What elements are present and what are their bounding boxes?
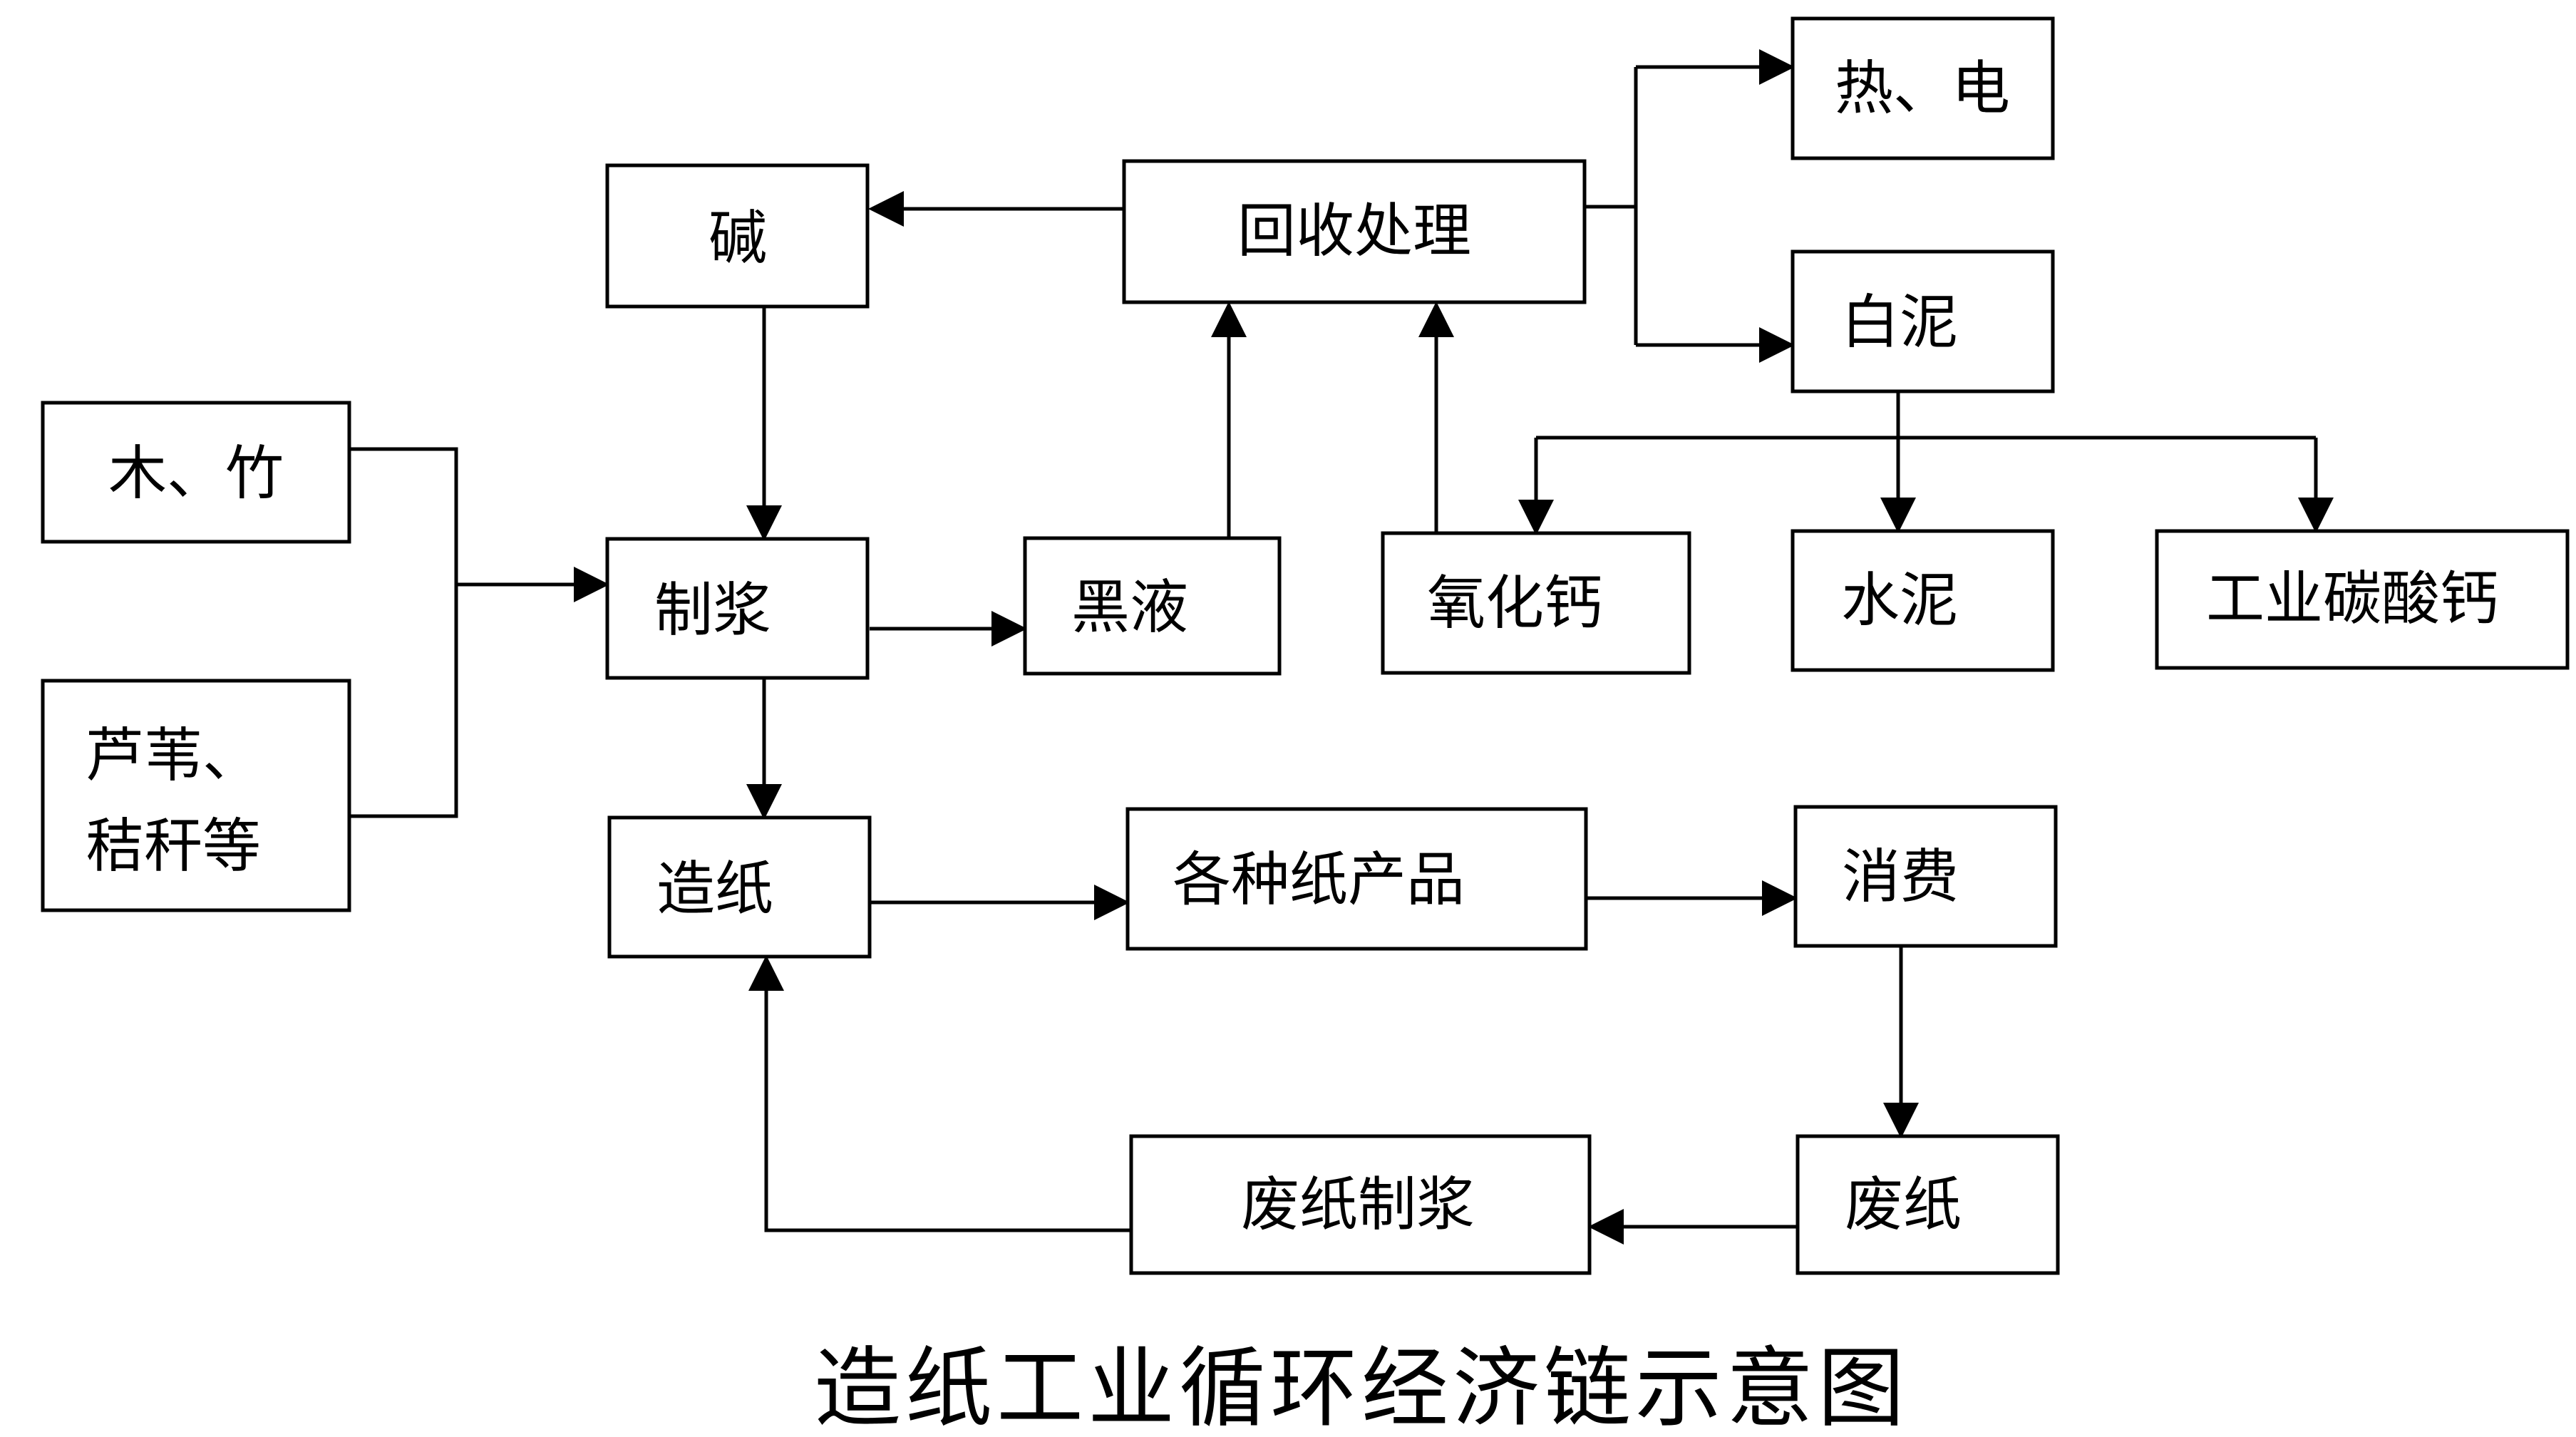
edge-reed-straw-to-junction bbox=[349, 584, 458, 818]
node-heat-power-label: 热、电 bbox=[1835, 55, 2010, 123]
node-papermaking-label: 造纸 bbox=[656, 855, 773, 923]
node-recovery-label: 回收处理 bbox=[1237, 197, 1471, 265]
node-reed-straw-label-line2: 秸秆等 bbox=[86, 813, 261, 880]
node-black-liquor: 黑液 bbox=[1023, 536, 1282, 676]
node-calcium-oxide: 氧化钙 bbox=[1381, 531, 1691, 675]
edge-recovery-branch-trunk bbox=[1586, 67, 1638, 345]
node-cement: 水泥 bbox=[1791, 529, 2055, 672]
node-wood-bamboo: 木、竹 bbox=[41, 401, 351, 544]
connectors bbox=[349, 49, 2334, 1245]
node-alkali-label: 碱 bbox=[709, 205, 767, 272]
node-reed-straw: 芦苇、 秸秆等 bbox=[41, 679, 351, 912]
diagram-title: 造纸工业循环经济链示意图 bbox=[814, 1338, 1909, 1437]
node-consumption: 消费 bbox=[1793, 805, 2058, 948]
node-paper-products-label: 各种纸产品 bbox=[1173, 846, 1465, 914]
node-alkali: 碱 bbox=[605, 163, 870, 309]
node-heat-power: 热、电 bbox=[1791, 16, 2055, 160]
node-white-mud: 白泥 bbox=[1791, 249, 2055, 393]
node-consumption-label: 消费 bbox=[1842, 843, 1959, 911]
node-paper-products: 各种纸产品 bbox=[1125, 807, 1588, 951]
node-pulping-label: 制浆 bbox=[654, 577, 771, 644]
node-wastepaper-pulping-label: 废纸制浆 bbox=[1241, 1171, 1475, 1239]
node-white-mud-label: 白泥 bbox=[1841, 289, 1958, 356]
node-wastepaper: 废纸 bbox=[1796, 1134, 2060, 1275]
node-black-liquor-label: 黑液 bbox=[1071, 574, 1188, 642]
node-industrial-calcium-carbonate: 工业碳酸钙 bbox=[2155, 529, 2570, 670]
node-cement-label: 水泥 bbox=[1841, 567, 1958, 634]
node-recovery: 回收处理 bbox=[1122, 159, 1587, 304]
node-reed-straw-label-line1: 芦苇、 bbox=[86, 722, 261, 790]
node-papermaking: 造纸 bbox=[607, 815, 872, 959]
edge-wood-bamboo-to-junction bbox=[349, 447, 458, 584]
node-wood-bamboo-label: 木、竹 bbox=[108, 440, 284, 508]
node-calcium-oxide-label: 氧化钙 bbox=[1427, 570, 1602, 637]
node-wastepaper-label: 废纸 bbox=[1845, 1171, 1962, 1239]
node-industrial-calcium-carbonate-label: 工业碳酸钙 bbox=[2206, 565, 2498, 633]
node-pulping: 制浆 bbox=[605, 537, 870, 680]
node-wastepaper-pulping: 废纸制浆 bbox=[1129, 1134, 1592, 1275]
edge-wastepaper-pulping-to-papermaking bbox=[748, 955, 1130, 1232]
edge-white-mud-branch-bus bbox=[1536, 391, 2316, 440]
